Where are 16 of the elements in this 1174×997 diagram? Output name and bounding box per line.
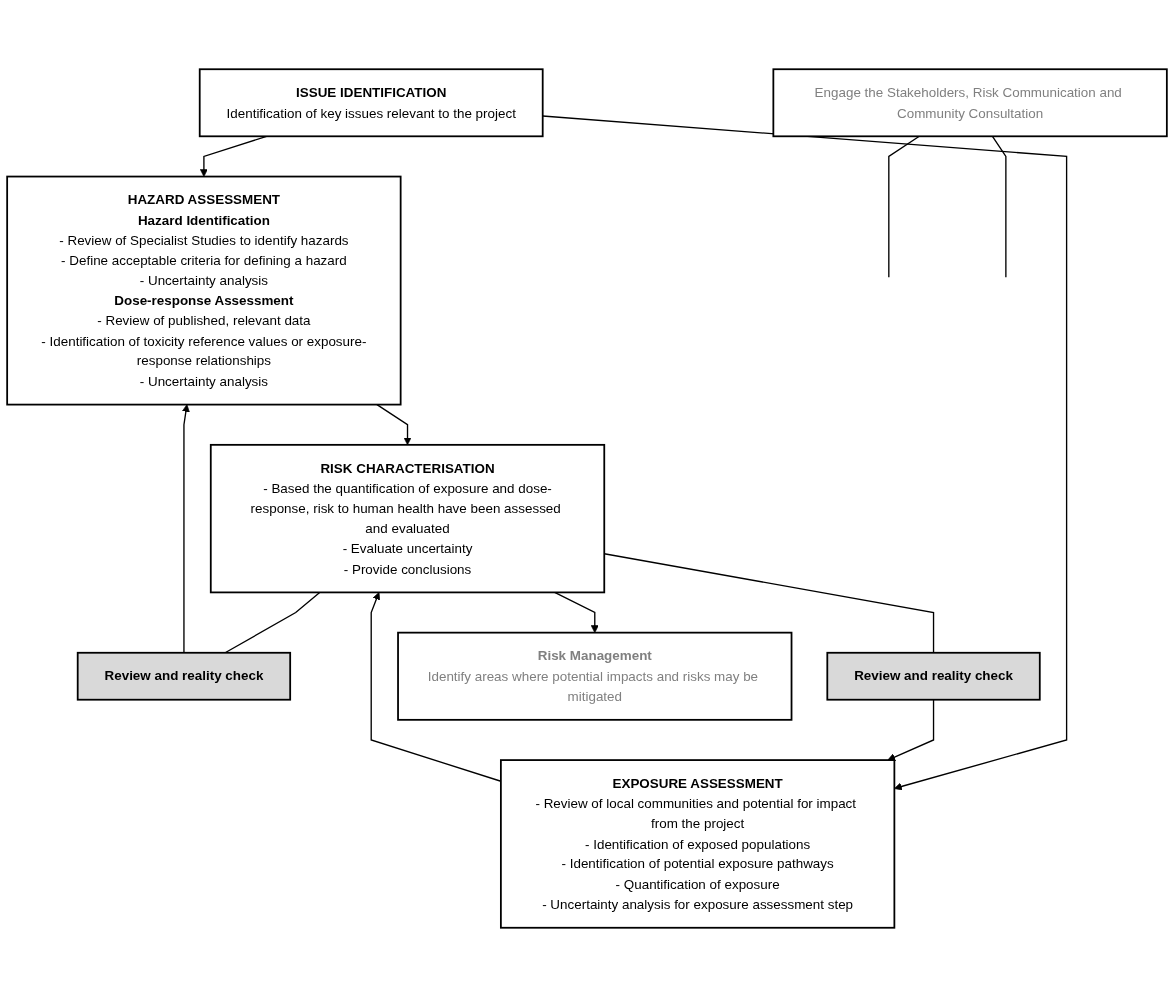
arrow	[542, 115, 1068, 791]
node-box: Engage the Stakeholders, Risk Communication and Community Consultation	[772, 68, 1168, 138]
node-box: Risk Management Identify areas where potential impacts and risks may be mitigated	[397, 631, 793, 721]
connector	[888, 135, 920, 278]
node-box: ISSUE IDENTIFICATION Identification of key issues relevant to the project	[198, 68, 544, 138]
arrow	[554, 591, 599, 633]
node-box: HAZARD ASSESSMENT Hazard Identification - Review of Specialist Studies to identify hazards - Define acceptable criteria for defining a hazard - Uncertainty analysis Dose-response Assessment - Review of published, relevant data - Identification of toxicity reference values or exposure-response relationships - Uncertainty analysis	[6, 175, 402, 406]
arrow	[376, 403, 412, 446]
arrow	[887, 699, 935, 761]
node-box: Review and reality check	[826, 651, 1041, 701]
node-box: EXPOSURE ASSESSMENT - Review of local communities and potential for impact from the project - Identification of exposed populations - Identification of potential exposure pathways - Quantification of exposure - Uncertainty analysis for exposure assessment step	[500, 759, 896, 929]
connector	[224, 591, 321, 654]
node-box: Review and reality check	[76, 651, 292, 701]
node-box: RISK CHARACTERISATION - Based the quantification of exposure and dose-response, risk to human health have been assessed and evaluated - Evaluate uncertainty - Provide conclusions	[209, 443, 606, 594]
connector	[991, 135, 1007, 278]
arrow	[182, 404, 190, 654]
